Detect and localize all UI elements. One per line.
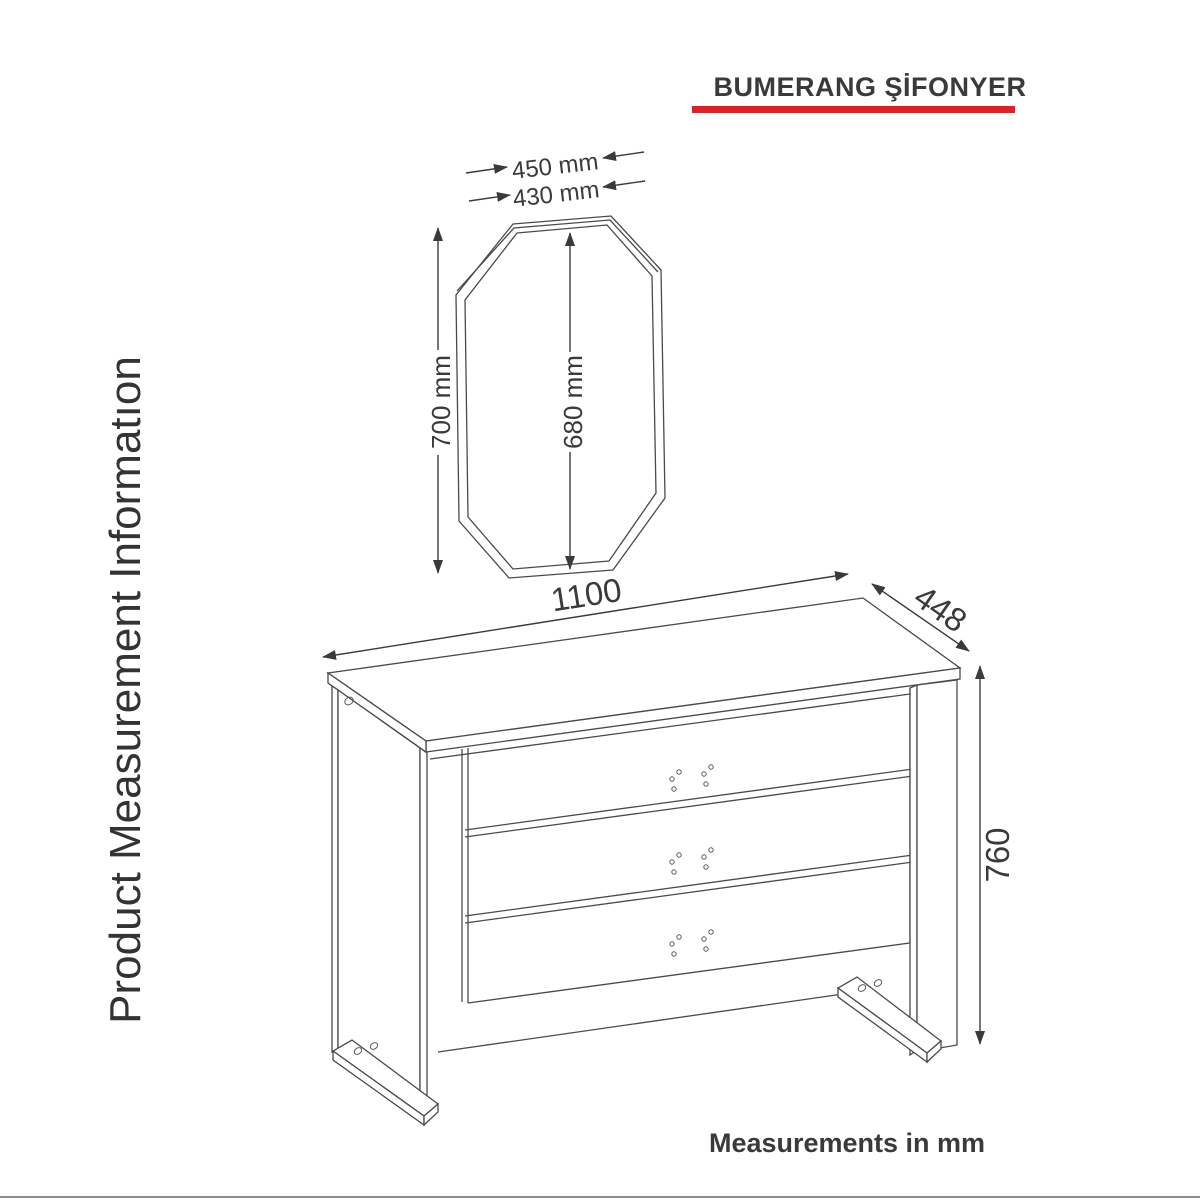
- left-panel-face: [337, 688, 421, 1102]
- mirror-drawing: [455, 215, 666, 579]
- dresser-depth-arrow: [871, 583, 970, 652]
- drawer-gap-2a: [464, 854, 914, 917]
- left-foot-hole-2: [369, 1042, 379, 1050]
- mirror-width-outer-arrow-right: [602, 151, 645, 162]
- mirror-dimensions: 450 mm 430 mm 700 mm 680 mm: [426, 148, 646, 574]
- drawer-1-screw-holes: [669, 764, 714, 792]
- dresser-width-arrow: [322, 571, 849, 660]
- mirror-inner-frame: [464, 224, 657, 570]
- drawer-top-rail: [429, 693, 911, 760]
- side-caption: Product Measurement Informatıon: [101, 356, 150, 1024]
- mirror-width-outer-arrow-left: [465, 163, 508, 174]
- right-panel-inner-edge: [909, 684, 918, 1057]
- right-foot-hole-2: [873, 979, 883, 987]
- left-panel-inner-edge: [419, 746, 428, 1107]
- title-underline: [692, 106, 1015, 113]
- mirror-width-inner-arrow-right: [602, 180, 646, 191]
- drawer-box: [429, 688, 918, 1004]
- drawer-3-screw-holes: [669, 929, 714, 957]
- left-panel-hole: [344, 696, 354, 706]
- drawer-gap-2b: [464, 861, 914, 924]
- right-foot-hole-1: [857, 984, 867, 992]
- footer-note: Measurements in mm: [709, 1128, 985, 1158]
- mirror-frame-edge: [456, 219, 659, 292]
- right-panel-face: [916, 679, 958, 1053]
- title-block: BUMERANG ŞİFONYER: [692, 72, 1026, 113]
- right-foot-side: [926, 1039, 942, 1064]
- dresser-height-label: 760: [979, 827, 1016, 882]
- back-bottom-rail: [437, 991, 858, 1053]
- mirror-outer-frame: [455, 215, 666, 579]
- dresser-drawing: [326, 597, 962, 1127]
- drawer-gap-1b: [464, 775, 914, 838]
- left-foot-side: [423, 1102, 439, 1127]
- mirror-height-inner-label: 680 mm: [558, 355, 588, 449]
- mirror-height-outer-label: 700 mm: [426, 355, 456, 449]
- mirror-width-inner-arrow-left: [468, 191, 511, 202]
- left-foot-hole-1: [353, 1047, 363, 1055]
- drawer-2-screw-holes: [669, 847, 714, 875]
- dresser-depth-label: 448: [907, 578, 973, 640]
- right-foot: [836, 976, 943, 1064]
- left-foot: [331, 1039, 440, 1127]
- drawer-bottom-edge: [467, 941, 918, 1004]
- left-panel-side-edge: [331, 684, 339, 1058]
- drawer-gap-1a: [464, 768, 914, 831]
- product-title: BUMERANG ŞİFONYER: [713, 72, 1026, 102]
